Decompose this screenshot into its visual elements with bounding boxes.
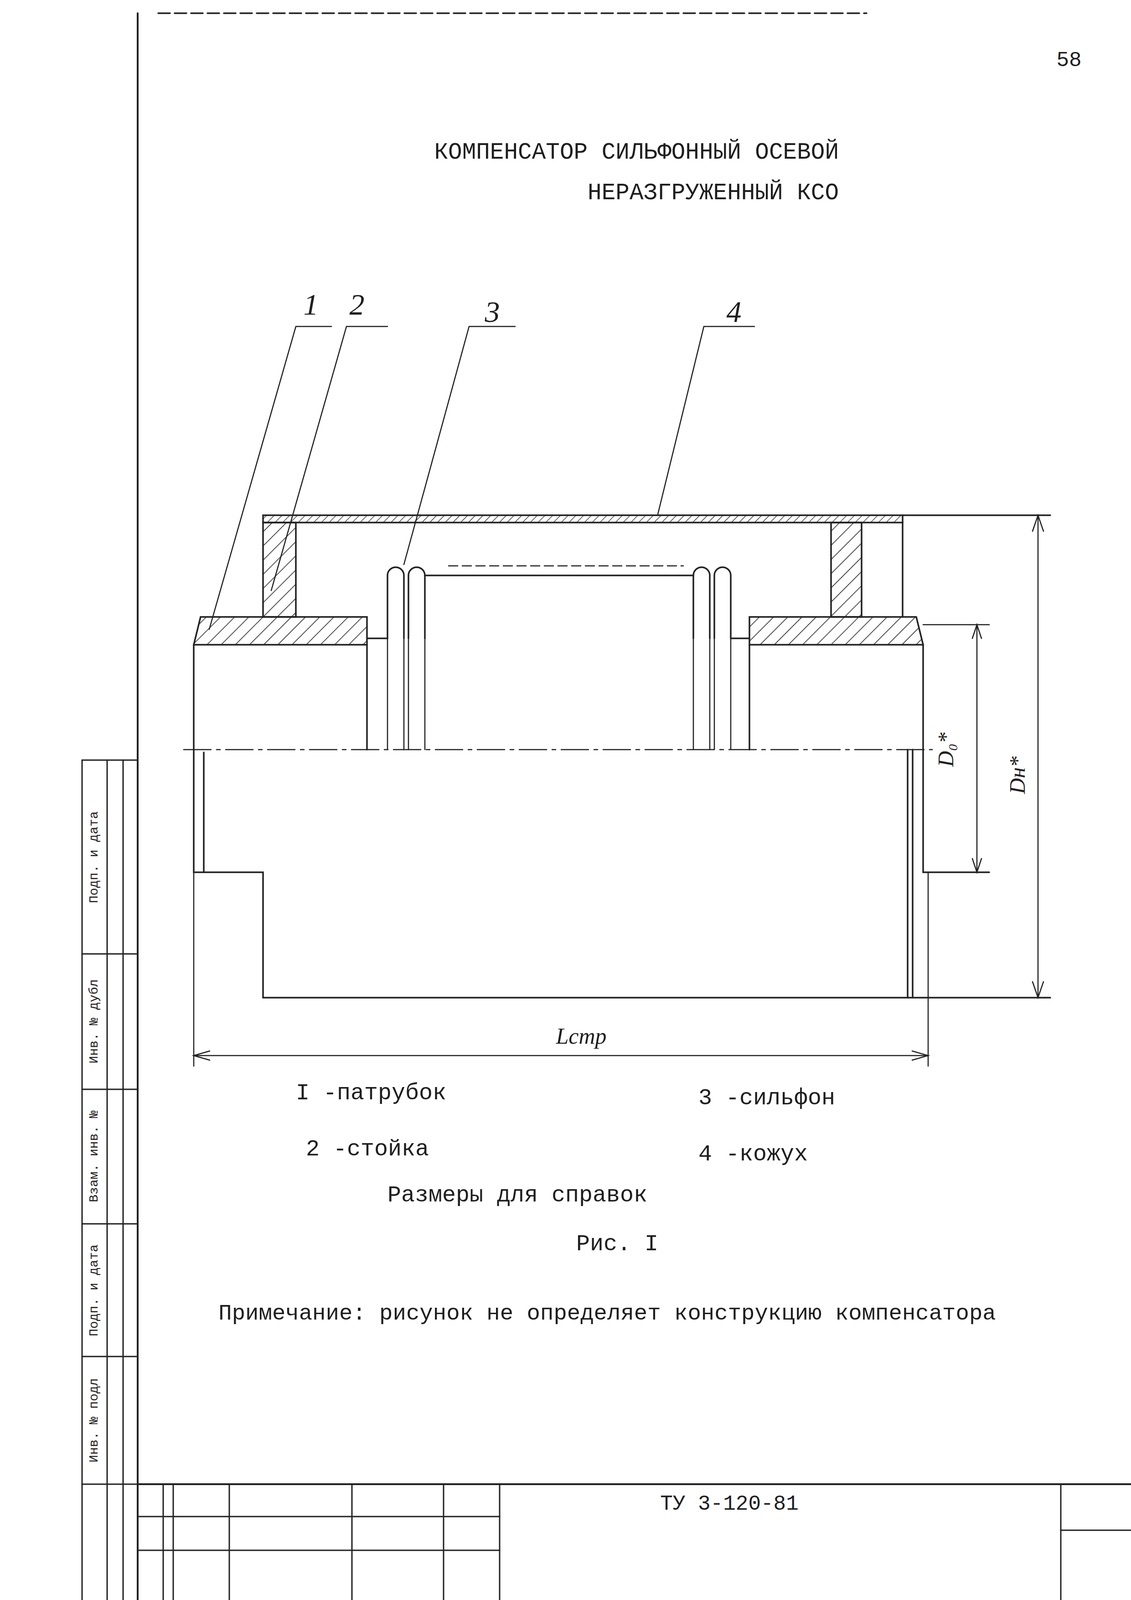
callout-number: 4 [726, 293, 742, 330]
callout-number: 1 [303, 286, 319, 323]
compensator-drawing [82, 13, 1131, 1600]
stamp-label: Подп. и дата [86, 809, 103, 905]
part-name: 2 -стойка [305, 1135, 429, 1163]
document-code: ТУ 3-120-81 [660, 1491, 799, 1517]
stamp-label: Инв. № подл [86, 1376, 103, 1465]
note-text: Примечание: рисунок не определяет констр… [218, 1300, 996, 1328]
dimension-label: Dн* [1004, 754, 1031, 796]
note-text: Размеры для справок [387, 1181, 648, 1209]
callout-number: 2 [349, 286, 365, 323]
stamp-label: Подп. и дата [86, 1242, 103, 1338]
stamp-label: Взам. инв. № [86, 1108, 103, 1204]
part-name: I -патрубок [295, 1079, 447, 1107]
callout-number: 3 [485, 293, 501, 330]
dimension-label: D₀* [932, 730, 960, 769]
dimension-label: Lстр [555, 1022, 607, 1050]
drawing-title: КОМПЕНСАТОР СИЛЬФОННЫЙ ОСЕВОЙ НЕРАЗГРУЖЕ… [392, 132, 839, 214]
figure-caption: Рис. I [576, 1230, 659, 1258]
part-name: 4 -кожух [698, 1140, 808, 1168]
part-name: 3 -сильфон [698, 1084, 836, 1112]
page-number: 58 [1056, 48, 1082, 74]
stamp-label: Инв. № дубл [86, 977, 103, 1066]
